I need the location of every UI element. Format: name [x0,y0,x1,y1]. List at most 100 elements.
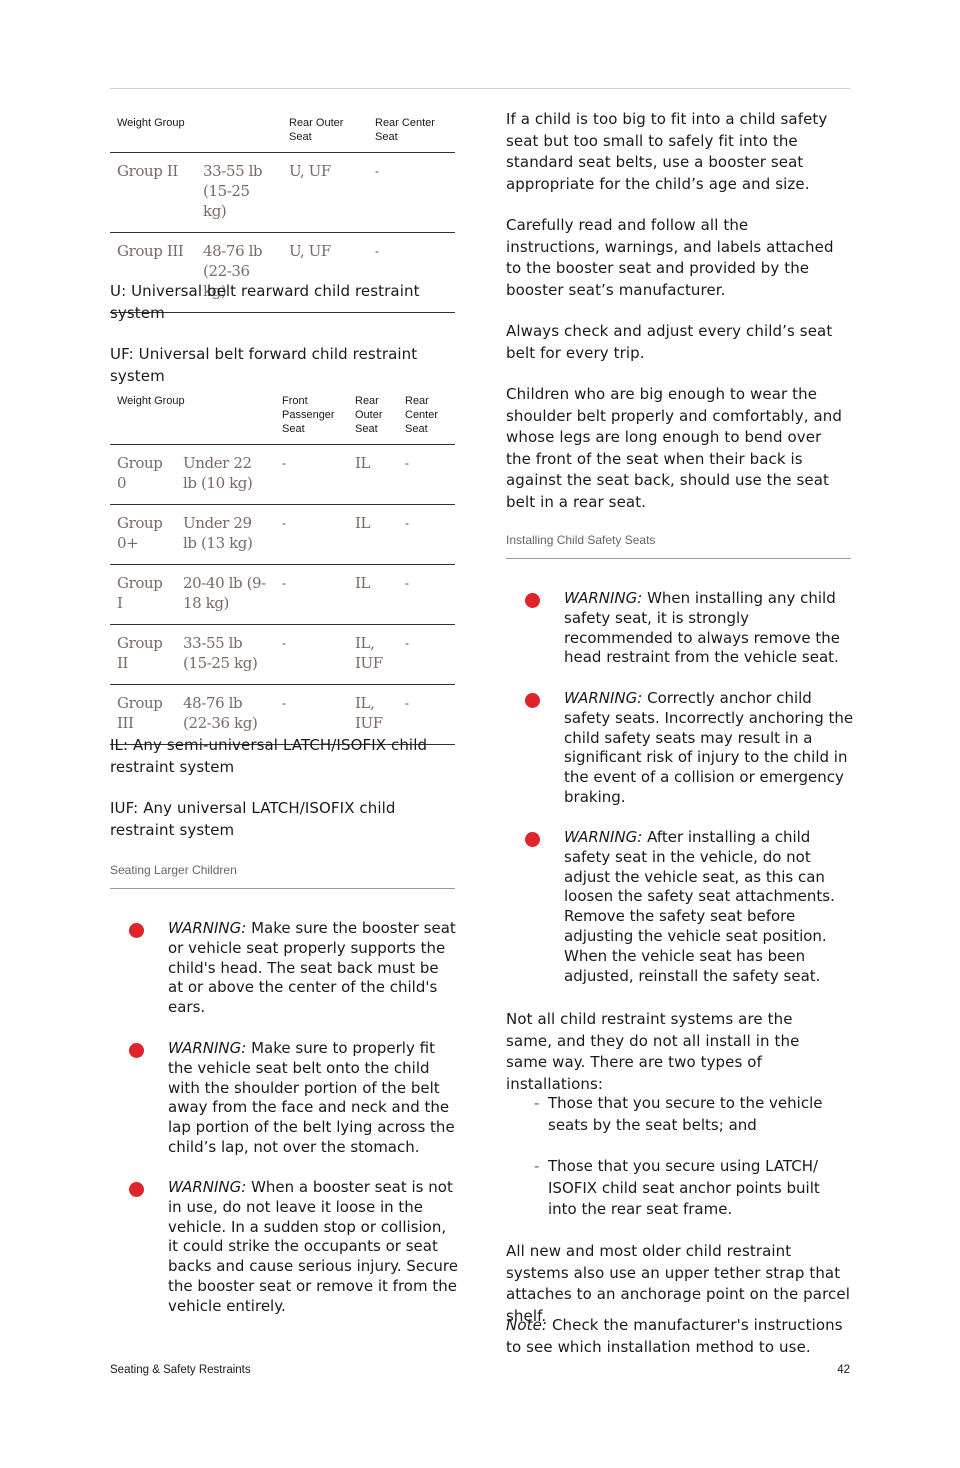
warning-label: WARNING: [564,689,643,707]
bullet-dash: - [534,1157,540,1175]
warning-text: Make sure to properly fit the vehicle se… [168,1039,455,1156]
cell-center: - [398,684,455,745]
table-row: Group 0 Under 22 lb (10 kg) - IL - [110,444,455,505]
table-row: Group 0+ Under 29 lb (13 kg) - IL - [110,504,455,565]
footer-section-title: Seating & Safety Restraints [110,1364,251,1376]
paragraph: Children who are big enough to wear the … [506,385,843,511]
legend-iuf: IUF: Any universal LATCH/ISOFIX child re… [110,799,396,839]
section-title-installing: Installing Child Safety Seats [506,533,656,547]
tether-paragraph: All new and most older child restraint s… [506,1242,850,1325]
cell-center: - [398,444,455,505]
warning-text: When a booster seat is not in use, do no… [168,1178,458,1315]
cell-front: - [275,504,348,565]
cell-group: Group 0+ [110,504,176,565]
warning-block: WARNING: When installing any child safet… [506,589,851,668]
table-row: Group III 48-76 lb (22-36 kg) - IL, IUF … [110,684,455,745]
warning-label: WARNING: [564,589,643,607]
cell-outer: IL [348,444,398,505]
table-header-row: Weight Group Front Passenger Seat Rear O… [110,394,455,445]
cell-outer: IL [348,504,398,565]
top-divider [110,88,850,89]
warning-block: WARNING: Make sure to properly fit the v… [110,1039,458,1158]
list-item: - Those that you secure to the vehicle s… [506,1093,838,1136]
col-header-weight-group: Weight Group [117,117,185,129]
col-header-rear-outer: Rear Outer Seat [289,117,344,143]
warning-icon [129,1182,144,1197]
table-row: Group II 33-55 lb (15-25 kg) - IL, IUF - [110,624,455,685]
table-weight-groups-latch: Weight Group Front Passenger Seat Rear O… [110,394,455,745]
footer-page-number: 42 [837,1364,850,1376]
warning-text: Make sure the booster seat or vehicle se… [168,919,456,1017]
table-row: Group II 33-55 lb (15-25 kg) U, UF - [110,152,455,233]
cell-weight: 33-55 lb (15-25 kg) [196,152,282,233]
list-item-text: Those that you secure to the vehicle sea… [548,1094,823,1134]
section-divider [110,888,455,889]
section-title-larger-children: Seating Larger Children [110,863,237,877]
warning-icon [129,923,144,938]
warning-label: WARNING: [168,1178,247,1196]
note-text: Check the manufacturer's instructions to… [506,1316,843,1356]
col-header-rear-outer: Rear Outer Seat [355,395,383,435]
warning-block: WARNING: When a booster seat is not in u… [110,1178,458,1317]
note-label: Note: [506,1316,548,1334]
warning-icon [525,693,540,708]
cell-weight: 20-40 lb (9-18 kg) [176,564,275,625]
col-header-weight-group: Weight Group [117,395,185,407]
table-row: Group III 48-76 lb (22-36 kg) U, UF - [110,232,455,313]
cell-weight: 48-76 lb (22-36 kg) [196,232,282,313]
cell-outer: IL [348,564,398,625]
col-header-front-passenger: Front Passenger Seat [282,395,335,435]
cell-center: - [368,152,455,233]
cell-center: - [368,232,455,313]
paragraph: Carefully read and follow all the instru… [506,216,834,299]
cell-front: - [275,564,348,625]
warning-label: WARNING: [564,828,643,846]
warning-block: WARNING: After installing a child safety… [506,828,846,986]
cell-center: - [398,504,455,565]
warning-block: WARNING: Correctly anchor child safety s… [506,689,854,808]
legend-il: IL: Any semi-universal LATCH/ISOFIX chil… [110,736,428,776]
installation-intro: Not all child restraint systems are the … [506,1010,800,1093]
section-divider [506,558,851,559]
cell-group: Group I [110,564,176,625]
legend-u: U: Universal belt rearward child restrai… [110,282,420,322]
cell-front: - [275,624,348,685]
table-weight-groups-belt: Weight Group Rear Outer Seat Rear Center… [110,116,455,313]
bullet-dash: - [534,1094,540,1112]
warning-icon [129,1043,144,1058]
list-item-text: Those that you secure using LATCH/ ISOFI… [548,1157,820,1218]
cell-front: - [275,444,348,505]
cell-group: Group 0 [110,444,176,505]
table-header-row: Weight Group Rear Outer Seat Rear Center… [110,116,455,153]
cell-group: Group II [110,624,176,685]
cell-weight: 33-55 lb (15-25 kg) [176,624,275,685]
warning-icon [525,593,540,608]
cell-front: - [275,684,348,745]
cell-outer: IL, IUF [348,624,398,685]
warning-label: WARNING: [168,1039,247,1057]
cell-center: - [398,564,455,625]
cell-weight: Under 29 lb (13 kg) [176,504,275,565]
warning-text: After installing a child safety seat in … [564,828,835,985]
cell-group: Group III [110,232,196,313]
paragraph: Always check and adjust every child’s se… [506,322,833,362]
col-header-rear-center: Rear Center Seat [375,117,435,143]
table-row: Group I 20-40 lb (9-18 kg) - IL - [110,564,455,625]
warning-icon [525,832,540,847]
cell-group: Group II [110,152,196,233]
cell-weight: Under 22 lb (10 kg) [176,444,275,505]
cell-center: - [398,624,455,685]
cell-weight: 48-76 lb (22-36 kg) [176,684,275,745]
legend-uf: UF: Universal belt forward child restrai… [110,345,418,385]
cell-outer: IL, IUF [348,684,398,745]
col-header-rear-center: Rear Center Seat [405,395,439,435]
cell-group: Group III [110,684,176,745]
cell-outer: U, UF [282,232,368,313]
warning-text: Correctly anchor child safety seats. Inc… [564,689,854,806]
warning-text: When installing any child safety seat, i… [564,589,840,667]
list-item: - Those that you secure using LATCH/ ISO… [506,1156,846,1221]
cell-outer: U, UF [282,152,368,233]
paragraph: If a child is too big to fit into a chil… [506,110,828,193]
note-paragraph: Note: Check the manufacturer's instructi… [506,1315,846,1358]
warning-block: WARNING: Make sure the booster seat or v… [110,919,458,1018]
